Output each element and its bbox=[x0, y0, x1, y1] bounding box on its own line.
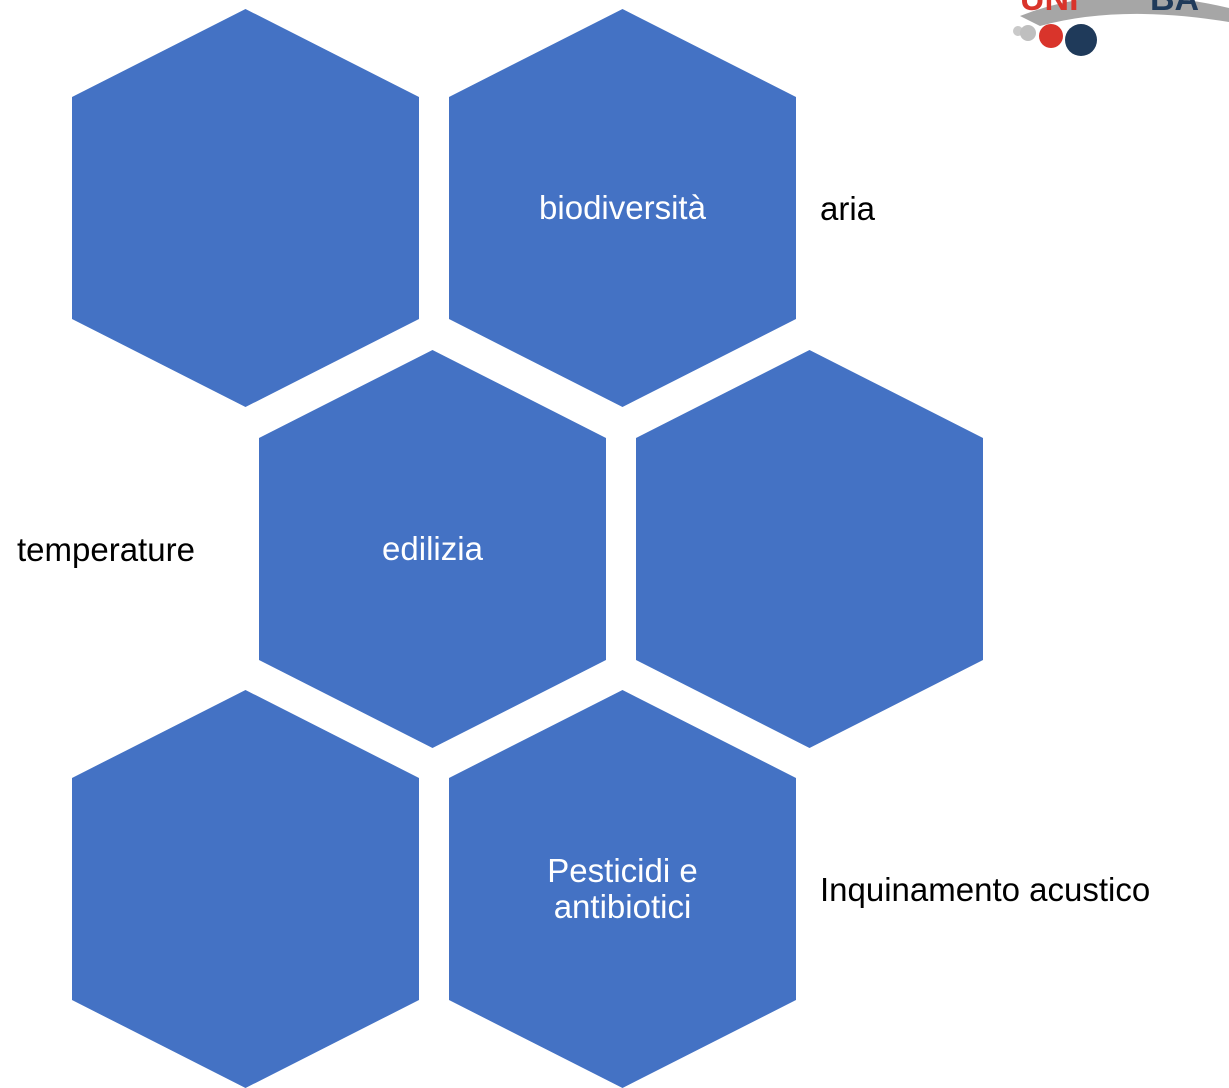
side-label-inquinamento-acustico: Inquinamento acustico bbox=[820, 871, 1151, 908]
hexagon-label-edilizia: edilizia bbox=[382, 530, 483, 567]
hexagon-label-biodiversita: biodiversità bbox=[539, 189, 706, 226]
side-label-aria: aria bbox=[820, 190, 876, 227]
hexagon-bottom-right: Pesticidi e antibiotici bbox=[449, 690, 796, 1088]
logo-letters: UNI bbox=[1020, 0, 1079, 18]
hexagon-middle-right bbox=[636, 350, 983, 748]
logo-dot-red bbox=[1039, 24, 1063, 48]
hexagon-middle-left: edilizia bbox=[259, 350, 606, 748]
logo-arc bbox=[1020, 0, 1229, 26]
hexagon-label-pesticidi: Pesticidi e antibiotici bbox=[547, 852, 698, 925]
side-label-temperature: temperature bbox=[17, 531, 195, 568]
logo-dot-navy bbox=[1065, 24, 1097, 56]
hexagon-bottom-left bbox=[72, 690, 419, 1088]
hexagon-top-left bbox=[72, 9, 419, 407]
logo-dot-grey bbox=[1020, 25, 1036, 41]
logo-icon: UNI BA bbox=[1013, 0, 1229, 56]
logo-letters-2: BA bbox=[1150, 0, 1199, 18]
hexagon-top-right: biodiversità bbox=[449, 9, 796, 407]
